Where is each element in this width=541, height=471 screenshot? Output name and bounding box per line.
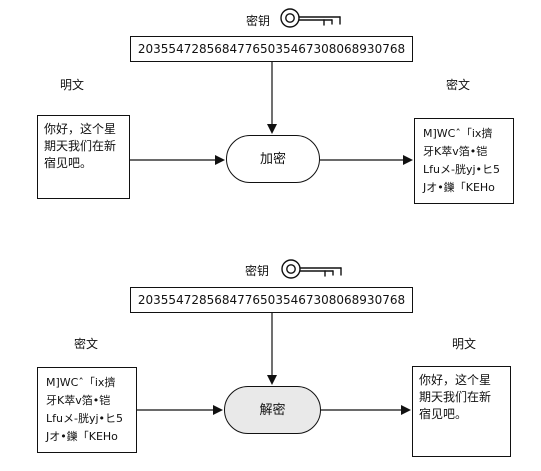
decrypt-output-line: 你好，这个星: [419, 373, 492, 387]
decrypt-input-line: 牙K萃v箔•铠: [46, 394, 111, 407]
key-icon: [280, 8, 341, 28]
encrypt-process-node: 加密: [226, 135, 320, 183]
decrypt-input-line: Lfuメ-胱yj•ヒ5: [46, 412, 123, 425]
encrypt-output-line: Lfuメ-胱yj•ヒ5: [423, 163, 500, 176]
encrypt-output-line: Jオ•鑠「KEHo: [423, 181, 495, 194]
decrypt-process-label: 解密: [259, 402, 286, 418]
encrypt-output-label: 密文: [446, 78, 471, 92]
decrypt-output-label: 明文: [452, 337, 477, 351]
decrypt-input-label: 密文: [74, 337, 99, 351]
encrypt-input-line: 宿见吧。: [44, 156, 93, 170]
decrypt-output-line: 期天我们在新: [419, 390, 492, 404]
key-icon: [281, 259, 342, 279]
decrypt-input-box: M]WCˆ「ix擠 牙K萃v箔•铠 Lfuメ-胱yj•ヒ5 Jオ•鑠「KEHo: [37, 367, 137, 453]
decrypt-input-line: Jオ•鑠「KEHo: [46, 430, 118, 443]
encrypt-output-line: 牙K萃v箔•铠: [423, 145, 488, 158]
decrypt-key-box: 20355472856847765035467308068930768: [130, 287, 413, 313]
encrypt-key-label: 密钥: [246, 14, 271, 28]
encrypt-process-label: 加密: [259, 151, 286, 167]
decrypt-output-box: 你好，这个星 期天我们在新 宿见吧。: [412, 366, 511, 457]
encrypt-input-line: 你好，这个星: [44, 122, 117, 136]
decrypt-key-label: 密钥: [245, 264, 270, 278]
decrypt-process-node: 解密: [224, 386, 321, 434]
decrypt-input-line: M]WCˆ「ix擠: [46, 376, 116, 389]
encrypt-output-line: M]WCˆ「ix擠: [423, 127, 493, 140]
decrypt-output-line: 宿见吧。: [419, 407, 468, 421]
encrypt-input-box: 你好，这个星 期天我们在新 宿见吧。: [37, 115, 130, 199]
encrypt-output-box: M]WCˆ「ix擠 牙K萃v箔•铠 Lfuメ-胱yj•ヒ5 Jオ•鑠「KEHo: [414, 118, 514, 204]
encrypt-input-label: 明文: [60, 78, 85, 92]
encrypt-input-line: 期天我们在新: [44, 139, 117, 153]
encrypt-key-box: 20355472856847765035467308068930768: [130, 36, 413, 62]
